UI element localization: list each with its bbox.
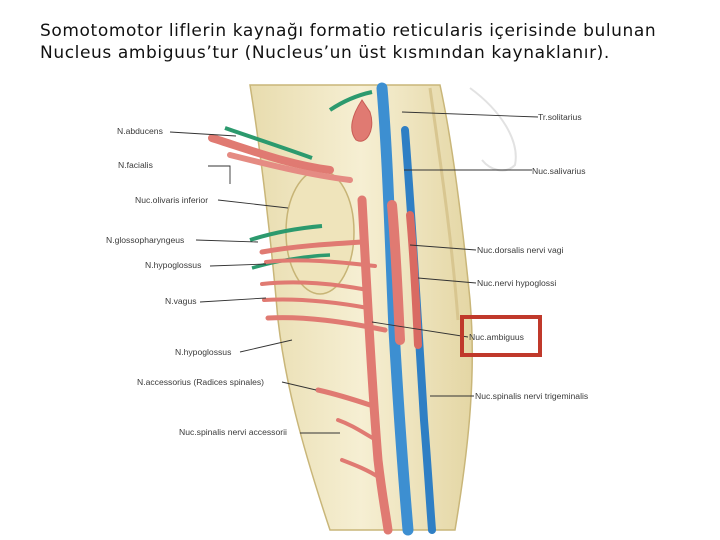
- glossopharyngeal-root-red: [259, 239, 365, 255]
- abducens-root-red: [208, 134, 334, 174]
- label-n-hypoglossus-upper: N.hypoglossus: [145, 260, 201, 270]
- label-nuc-spinalis-nervi-accessorii: Nuc.spinalis nervi accessorii: [179, 427, 287, 437]
- nucleus-ambiguus-column: [357, 195, 393, 535]
- label-nuc-salivarius: Nuc.salivarius: [532, 166, 586, 176]
- inferior-olive: [285, 169, 355, 295]
- ventricle-edge: [428, 87, 460, 321]
- label-nuc-ambiguus: Nuc.ambiguus: [469, 332, 524, 342]
- hypoglossal-root-red-1: [264, 258, 377, 268]
- cerebellum-outline: [469, 87, 517, 172]
- hypoglossal-root-red-2: [265, 315, 388, 333]
- label-nuc-olivaris-inferior: Nuc.olivaris inferior: [135, 195, 208, 205]
- caption-line-1: Somotomotor liflerin kaynağı formatio re…: [40, 21, 657, 41]
- accessory-spinal-roots: [336, 418, 382, 480]
- label-n-accessorius: N.accessorius (Radices spinales): [137, 377, 264, 387]
- label-tr-solitarius: Tr.solitarius: [538, 112, 582, 122]
- label-n-vagus: N.vagus: [165, 296, 197, 306]
- caption-line-2: Nucleus ambiguus’tur (Nucleus’un üst kıs…: [40, 43, 610, 63]
- label-nuc-spinalis-nervi-trigeminalis: Nuc.spinalis nervi trigeminalis: [475, 391, 588, 401]
- nucleus-ambiguus-highlight-box: [460, 315, 542, 357]
- tractus-solitarius-tract: [376, 82, 414, 536]
- salivary-nucleus: [351, 99, 373, 142]
- label-n-abducens: N.abducens: [117, 126, 163, 136]
- salivary-fiber-green: [328, 90, 373, 112]
- leader-lines: [169, 111, 539, 434]
- accessory-root-red: [315, 387, 373, 408]
- label-nuc-dorsalis-nervi-vagi: Nuc.dorsalis nervi vagi: [477, 245, 564, 255]
- label-n-hypoglossus-lower: N.hypoglossus: [175, 347, 231, 357]
- spinal-trigeminal-tract: [401, 126, 436, 534]
- facialis-root-red: [227, 152, 353, 183]
- slide-caption: Somotomotor liflerin kaynağı formatio re…: [40, 20, 700, 64]
- vagus-root-red-1: [260, 280, 370, 292]
- label-nuc-nervi-hypoglossi: Nuc.nervi hypoglossi: [477, 278, 556, 288]
- label-n-glossopharyngeus: N.glossopharyngeus: [106, 235, 184, 245]
- label-n-facialis: N.facialis: [118, 160, 153, 170]
- abducens-fiber-green: [224, 126, 313, 160]
- vagus-root-red-2: [262, 297, 370, 310]
- glossopharyngeal-fiber-green: [249, 224, 323, 242]
- hypoglossal-nucleus: [406, 211, 422, 349]
